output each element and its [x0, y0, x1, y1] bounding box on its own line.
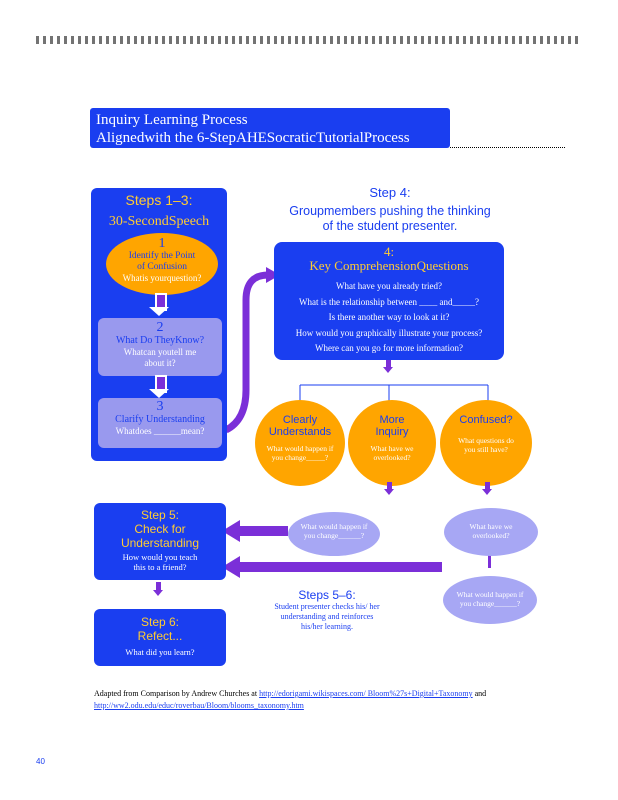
branch-prompt: What would happen if you change_____?: [266, 444, 334, 462]
title-rule: [450, 147, 565, 148]
step4-heading: Step 4:: [369, 185, 411, 200]
branch-arrow-head: [384, 489, 394, 495]
step2-box: 2 What Do TheyKnow? Whatcan youtell me a…: [98, 318, 222, 376]
step5-heading: Step 5:: [140, 508, 180, 522]
page-title-line1: Inquiry Learning Process: [96, 112, 248, 128]
branch-prompt: What have we overlooked?: [370, 444, 414, 462]
step2-prompt: Whatcan youtell me about it?: [123, 347, 197, 368]
step2-title: What Do TheyKnow?: [115, 335, 205, 346]
step6-box: Step 6: Refect... What did you learn?: [94, 609, 226, 666]
attribution: Adapted from Comparison by Andrew Church…: [94, 688, 534, 712]
arrow-head-1-2: [149, 307, 169, 316]
steps-1-3-subheading: 30-SecondSpeech: [108, 214, 210, 229]
feedback-oval-text: What would happen if you change______?: [456, 590, 524, 608]
kcq-question: What is the relationship between ____ an…: [299, 296, 479, 307]
feedback-oval: What have we overlooked?: [444, 508, 538, 556]
step3-number: 3: [156, 399, 164, 414]
page-title-box: Inquiry Learning Process Alignedwith the…: [90, 108, 450, 148]
kcq-question: How would you graphically illustrate you…: [295, 327, 483, 338]
steps-5-6-caption: Steps 5–6: Student presenter checks his/…: [262, 588, 392, 632]
step5-prompt: How would you teach this to a friend?: [122, 552, 198, 572]
step2-number: 2: [156, 320, 164, 335]
steps-1-3-heading: Steps 1–3:: [125, 192, 193, 208]
step5-title-2: Understanding: [120, 536, 200, 550]
branch-arrow-stem: [485, 482, 490, 490]
step3-title: Clarify Understanding: [115, 414, 205, 425]
step4-header: Step 4: Groupmembers pushing the thinkin…: [270, 185, 510, 234]
oval-arrow-head: [485, 568, 495, 574]
step1-title: Identify the Point of Confusion: [128, 251, 196, 272]
branch-more-inquiry: More Inquiry What have we overlooked?: [348, 400, 436, 486]
kcq-question: Where can you go for more information?: [315, 343, 463, 353]
feedback-oval-text: What have we overlooked?: [469, 522, 513, 540]
kcq-title: Key ComprehensionQuestions: [309, 258, 469, 273]
feedback-oval-text: What would happen if you change______?: [300, 522, 368, 540]
attribution-link-1[interactable]: http://edorigami.wikispaces.com/ Bloom%2…: [259, 689, 473, 698]
page-title-line2: Alignedwith the 6-StepAHESocraticTutoria…: [96, 130, 410, 146]
decorative-band: [36, 36, 580, 44]
attribution-link-2[interactable]: http://ww2.odu.edu/educ/roverbau/Bloom/b…: [94, 701, 304, 710]
branch-title: Confused?: [459, 414, 513, 426]
key-comprehension-questions-box: 4: Key ComprehensionQuestions What have …: [274, 242, 504, 360]
branch-arrow-stem: [387, 482, 392, 490]
step6-heading: Step 6:: [140, 615, 180, 629]
arrow-head-2-3: [149, 389, 169, 398]
step5-title-1: Check for: [134, 522, 186, 536]
branch-title: More Inquiry: [375, 414, 409, 438]
kcq-arrow-head: [383, 367, 393, 373]
branch-arrow-head: [482, 489, 492, 495]
steps-5-6-text: Student presenter checks his/ her unders…: [274, 602, 380, 631]
feedback-oval: What would happen if you change______?: [288, 512, 380, 556]
step3-prompt: Whatdoes ______mean?: [115, 426, 205, 436]
step6-prompt: What did you learn?: [125, 647, 195, 657]
step4-subheading-1: Groupmembers pushing the thinking: [289, 204, 491, 218]
step1-number: 1: [158, 236, 166, 251]
step5-arrow-stem: [156, 582, 161, 591]
kcq-question: Is there another way to look at it?: [328, 312, 450, 322]
attribution-and: and: [474, 689, 487, 698]
steps-5-6-heading: Steps 5–6:: [298, 588, 356, 602]
attribution-prefix: Adapted from Comparison by Andrew Church…: [94, 689, 258, 698]
step1-oval: 1 Identify the Point of Confusion Whatis…: [106, 233, 218, 295]
step6-title: Refect...: [137, 629, 183, 643]
step4-subheading-2: of the student presenter.: [322, 219, 458, 233]
step5-arrow-head: [153, 590, 163, 596]
kcq-question: What have you already tried?: [336, 281, 442, 291]
branch-confused: Confused? What questions do you still ha…: [440, 400, 532, 486]
step1-prompt: Whatis yourquestion?: [122, 273, 202, 283]
branch-title: Clearly Understands: [268, 414, 332, 438]
feedback-oval: What would happen if you change______?: [443, 576, 537, 624]
step3-box: 3 Clarify Understanding Whatdoes ______m…: [98, 398, 222, 448]
kcq-number: 4:: [383, 244, 395, 259]
branch-prompt: What questions do you still have?: [458, 436, 514, 454]
kcq-arrow-stem: [386, 360, 391, 368]
step5-box: Step 5: Check for Understanding How woul…: [94, 503, 226, 580]
branch-clearly-understands: Clearly Understands What would happen if…: [255, 400, 345, 486]
page-number: 40: [36, 757, 45, 766]
